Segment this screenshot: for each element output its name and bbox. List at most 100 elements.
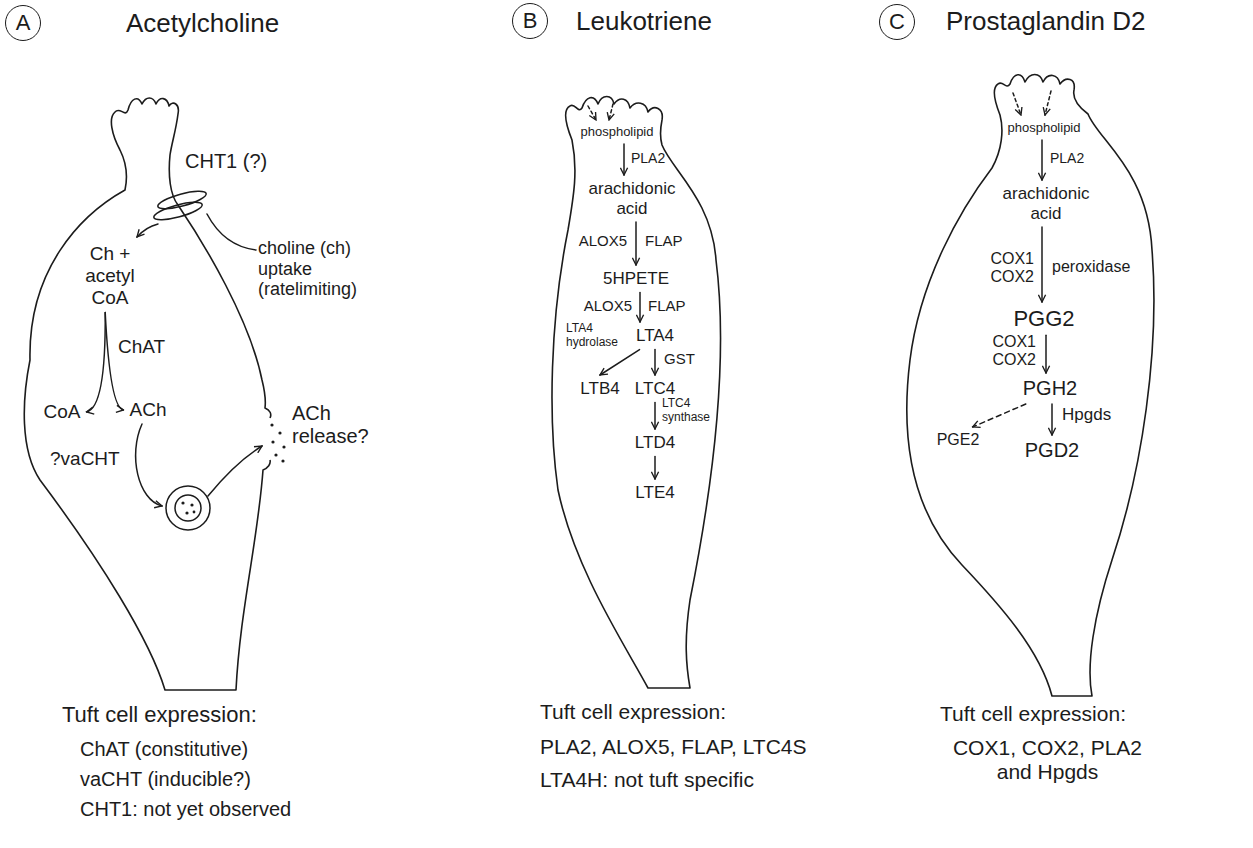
reaction-arrow bbox=[105, 313, 123, 410]
metabolite: Ch + acetyl CoA bbox=[62, 242, 158, 310]
cell-outline bbox=[552, 97, 720, 689]
metabolite: CoA bbox=[41, 400, 84, 424]
enzyme-label: GST bbox=[664, 350, 695, 367]
annotation: ?vaCHT bbox=[50, 448, 120, 470]
release-arrow bbox=[208, 446, 262, 496]
tuft-cell: Tuft cell expression: PLA2, ALOX5, FLAP, … bbox=[540, 85, 830, 835]
metabolite-name: Ch + acetyl CoA bbox=[65, 243, 155, 309]
metabolite-name: LTD4 bbox=[635, 433, 675, 453]
leader-line bbox=[207, 214, 256, 250]
uptake-arrow bbox=[137, 224, 158, 237]
expression-note: vaCHT (inducible?) bbox=[80, 768, 251, 791]
metabolite: PGH2 bbox=[1020, 376, 1080, 401]
metabolite: PGG2 bbox=[1010, 305, 1077, 332]
apical-arrow bbox=[1013, 93, 1021, 115]
cell-outline bbox=[24, 98, 270, 690]
reaction-arrow bbox=[1045, 335, 1047, 373]
metabolite-name: arachidonic acid bbox=[1003, 184, 1090, 223]
metabolite: phospholipid bbox=[577, 124, 656, 141]
reaction-arrow bbox=[973, 404, 1026, 427]
panel-heading: Acetylcholine bbox=[126, 9, 279, 39]
metabolite: LTB4 bbox=[577, 378, 622, 400]
enzyme-label: ChAT bbox=[118, 336, 165, 358]
expression-note: PLA2, ALOX5, FLAP, LTC4S bbox=[540, 735, 807, 759]
apical-arrow bbox=[609, 104, 613, 120]
panel-circle: AAcetylcholine bbox=[5, 5, 41, 41]
reaction-arrow bbox=[1051, 404, 1053, 435]
panel-letter: A bbox=[6, 6, 40, 39]
enzyme-label: LTA4 hydrolase bbox=[566, 322, 618, 350]
annotation: ALOX5 bbox=[584, 297, 632, 314]
enzyme-label: PLA2 bbox=[1050, 150, 1084, 166]
metabolite-name: ACh bbox=[130, 399, 167, 421]
metabolite: ACh bbox=[127, 398, 170, 422]
expression-note: Tuft cell expression: bbox=[540, 700, 726, 724]
metabolite-name: phospholipid bbox=[1007, 121, 1080, 136]
reaction-arrow bbox=[654, 403, 656, 429]
metabolite-name: LTA4 bbox=[636, 326, 674, 346]
metabolite-name: LTC4 bbox=[635, 379, 675, 399]
apical-arrow bbox=[588, 106, 596, 120]
choline-transporter bbox=[152, 199, 203, 224]
cell-outline bbox=[907, 75, 1154, 697]
annotation: choline (ch) uptake (ratelimiting) bbox=[258, 238, 383, 300]
acetylcholine-dots bbox=[181, 423, 285, 514]
expression-note: LTA4H: not tuft specific bbox=[540, 768, 754, 792]
panel-letter: B bbox=[513, 4, 547, 37]
apical-arrow bbox=[1045, 91, 1051, 115]
metabolite-name: PGE2 bbox=[937, 431, 980, 449]
metabolite: phospholipid bbox=[1004, 120, 1083, 137]
reaction-arrow bbox=[86, 313, 105, 412]
enzyme-label: LTC4 synthase bbox=[662, 397, 710, 425]
annotation: ACh release? bbox=[292, 402, 387, 448]
reaction-arrow bbox=[1041, 140, 1043, 180]
reaction-arrow bbox=[1041, 227, 1043, 302]
metabolite: 5HPETE bbox=[600, 268, 672, 290]
expression-note: CHT1: not yet observed bbox=[80, 798, 291, 821]
metabolite-name: LTE4 bbox=[635, 483, 674, 503]
vesicle bbox=[166, 486, 210, 530]
metabolite-name: LTB4 bbox=[580, 379, 619, 399]
enzyme-label: FLAP bbox=[648, 297, 686, 314]
reaction-arrow bbox=[600, 350, 640, 375]
vesicle-loading-arrow bbox=[136, 424, 162, 506]
metabolite: PGE2 bbox=[934, 430, 983, 450]
metabolite-name: 5HPETE bbox=[603, 269, 669, 289]
panel-heading: Leukotriene bbox=[576, 7, 712, 37]
expression-note: Tuft cell expression: bbox=[940, 702, 1126, 726]
reaction-arrow bbox=[623, 144, 625, 175]
panel-letter: C bbox=[880, 5, 914, 38]
annotation: COX1 COX2 bbox=[990, 250, 1034, 287]
expression-note: COX1, COX2, PLA2 and Hpgds bbox=[940, 736, 1155, 784]
enzyme-label: PLA2 bbox=[631, 150, 665, 166]
enzyme-label: FLAP bbox=[645, 232, 683, 249]
enzyme-label: Hpgds bbox=[1062, 405, 1111, 425]
expression-note: ChAT (constitutive) bbox=[80, 738, 248, 761]
panel-circle: BLeukotriene bbox=[512, 3, 548, 39]
metabolite-name: PGH2 bbox=[1023, 377, 1077, 400]
panel-heading: Prostaglandin D2 bbox=[946, 7, 1145, 37]
panel-circle: CProstaglandin D2 bbox=[879, 4, 915, 40]
metabolite-name: PGD2 bbox=[1025, 439, 1079, 462]
annotation: ALOX5 bbox=[579, 232, 627, 249]
reaction-arrow bbox=[654, 457, 656, 479]
reaction-arrow bbox=[639, 293, 641, 322]
enzyme-label: peroxidase bbox=[1052, 258, 1130, 276]
annotation: COX1 COX2 bbox=[992, 333, 1036, 370]
metabolite: arachidonic acid bbox=[1000, 183, 1093, 224]
tuft-cell: Tuft cell expression: COX1, COX2, PLA2 an… bbox=[890, 60, 1190, 840]
vesicle-core bbox=[175, 495, 201, 521]
metabolite: PGD2 bbox=[1022, 438, 1082, 463]
expression-note: Tuft cell expression: bbox=[62, 702, 257, 727]
metabolite-name: arachidonic acid bbox=[589, 179, 676, 218]
metabolite: arachidonic acid bbox=[586, 178, 679, 219]
metabolite: LTE4 bbox=[632, 482, 677, 504]
reaction-arrow bbox=[654, 350, 656, 375]
metabolite-name: phospholipid bbox=[580, 125, 653, 140]
metabolite-name: CoA bbox=[44, 401, 81, 423]
metabolite: LTA4 bbox=[633, 325, 677, 347]
annotation: CHT1 (?) bbox=[185, 150, 267, 173]
metabolite: LTD4 bbox=[632, 432, 678, 454]
reaction-arrow bbox=[635, 222, 637, 265]
metabolite-name: PGG2 bbox=[1013, 306, 1074, 331]
